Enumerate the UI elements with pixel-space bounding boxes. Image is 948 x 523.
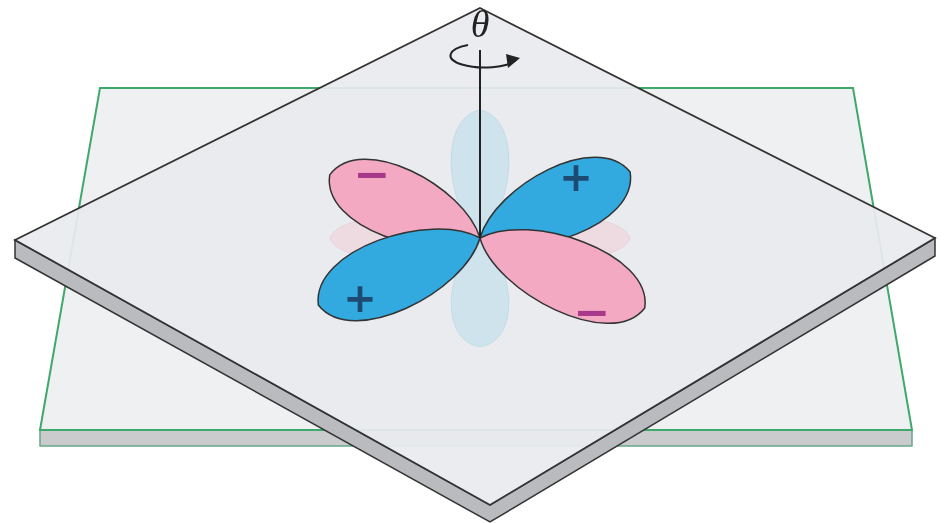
rotation-axis [479, 50, 481, 238]
phase-sign: − [574, 290, 611, 334]
phase-sign: + [559, 157, 593, 197]
phase-sign: + [343, 278, 377, 318]
tilted-plane [15, 8, 935, 505]
rotation-arrow [450, 45, 516, 67]
orbital-lobe [304, 204, 494, 339]
orbital-lobe [466, 204, 660, 342]
arrowhead [506, 54, 520, 68]
angle-symbol: θ [471, 5, 490, 43]
phase-sign: − [354, 152, 391, 196]
